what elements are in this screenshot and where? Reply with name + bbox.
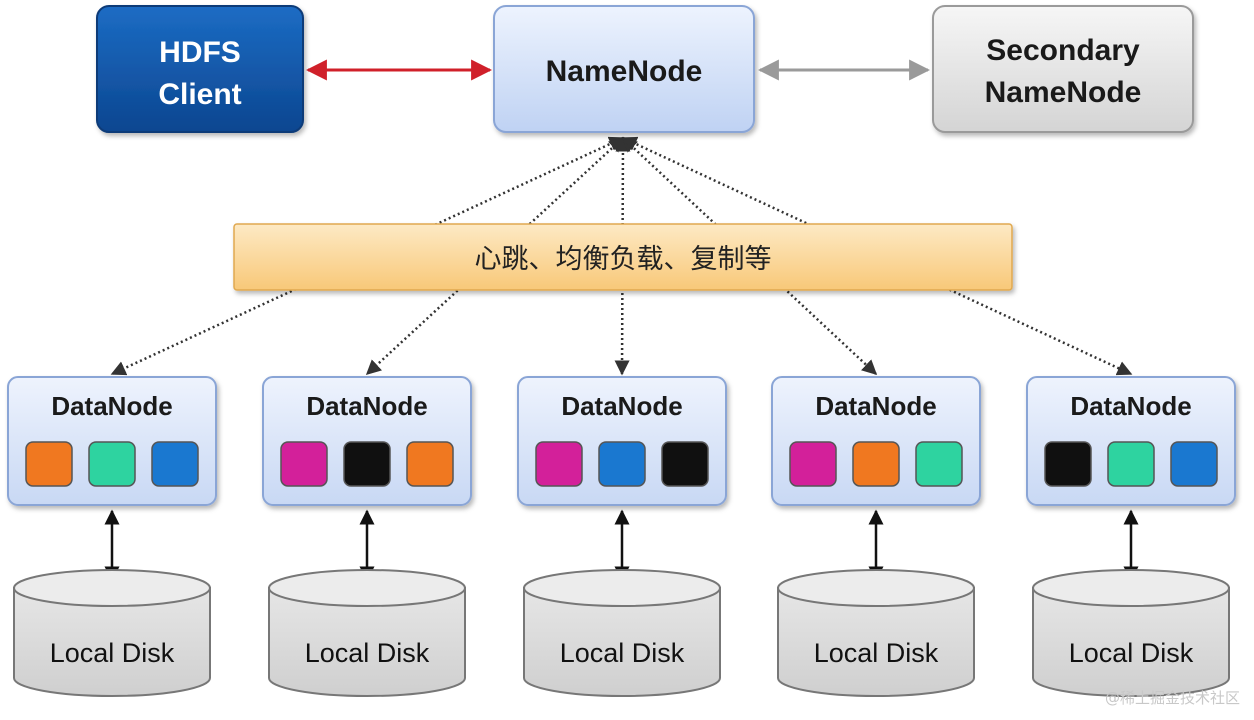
data-block-magenta	[789, 441, 837, 487]
disk-label: Local Disk	[814, 638, 939, 668]
data-block-orange	[25, 441, 73, 487]
local-disk: Local Disk	[523, 569, 721, 697]
data-block-black	[1044, 441, 1092, 487]
disk-body	[268, 587, 466, 697]
hdfs-client-label-line1: HDFS	[159, 36, 241, 69]
hdfs-client-label-line2: Client	[158, 78, 241, 111]
disk-label: Local Disk	[560, 638, 685, 668]
datanode[interactable]: DataNode	[1026, 376, 1236, 506]
disk-label: Local Disk	[305, 638, 430, 668]
datanode-label: DataNode	[561, 391, 682, 421]
secondary-namenode-label-line1: Secondary	[986, 34, 1140, 67]
data-block-black	[661, 441, 709, 487]
heartbeat-banner: 心跳、均衡负载、复制等	[233, 223, 1013, 291]
disk-top	[777, 569, 975, 607]
local-disk: Local Disk	[777, 569, 975, 697]
disk-top	[13, 569, 211, 607]
data-block-blue	[1170, 441, 1218, 487]
local-disk: Local Disk	[1032, 569, 1230, 697]
data-block-blue	[151, 441, 199, 487]
disk-body	[1032, 587, 1230, 697]
disk-label: Local Disk	[50, 638, 175, 668]
disk-label: Local Disk	[1069, 638, 1194, 668]
datanode-label: DataNode	[306, 391, 427, 421]
datanode[interactable]: DataNode	[7, 376, 217, 506]
data-block-magenta	[535, 441, 583, 487]
data-block-teal	[88, 441, 136, 487]
datanode[interactable]: DataNode	[517, 376, 727, 506]
disk-body	[777, 587, 975, 697]
data-block-orange	[406, 441, 454, 487]
data-block-black	[343, 441, 391, 487]
disk-body	[523, 587, 721, 697]
datanode[interactable]: DataNode	[262, 376, 472, 506]
local-disk: Local Disk	[13, 569, 211, 697]
heartbeat-link	[365, 136, 625, 376]
data-block-magenta	[280, 441, 328, 487]
local-disk: Local Disk	[268, 569, 466, 697]
namenode-node[interactable]: NameNode	[493, 5, 755, 133]
namenode-label: NameNode	[546, 55, 703, 88]
datanode-label: DataNode	[1070, 391, 1191, 421]
banner-text: 心跳、均衡负载、复制等	[475, 244, 772, 275]
disk-top	[268, 569, 466, 607]
data-block-teal	[1107, 441, 1155, 487]
watermark: @稀土掘金技术社区	[1104, 689, 1240, 707]
datanode-label: DataNode	[51, 391, 172, 421]
data-block-blue	[598, 441, 646, 487]
secondary-namenode-node[interactable]: Secondary NameNode	[932, 5, 1194, 133]
datanode[interactable]: DataNode	[771, 376, 981, 506]
disk-top	[1032, 569, 1230, 607]
hdfs-client-node[interactable]: HDFS Client	[96, 5, 304, 133]
disk-top	[523, 569, 721, 607]
data-block-teal	[915, 441, 963, 487]
secondary-namenode-label-line2: NameNode	[985, 76, 1142, 109]
data-block-orange	[852, 441, 900, 487]
datanode-label: DataNode	[815, 391, 936, 421]
disk-body	[13, 587, 211, 697]
